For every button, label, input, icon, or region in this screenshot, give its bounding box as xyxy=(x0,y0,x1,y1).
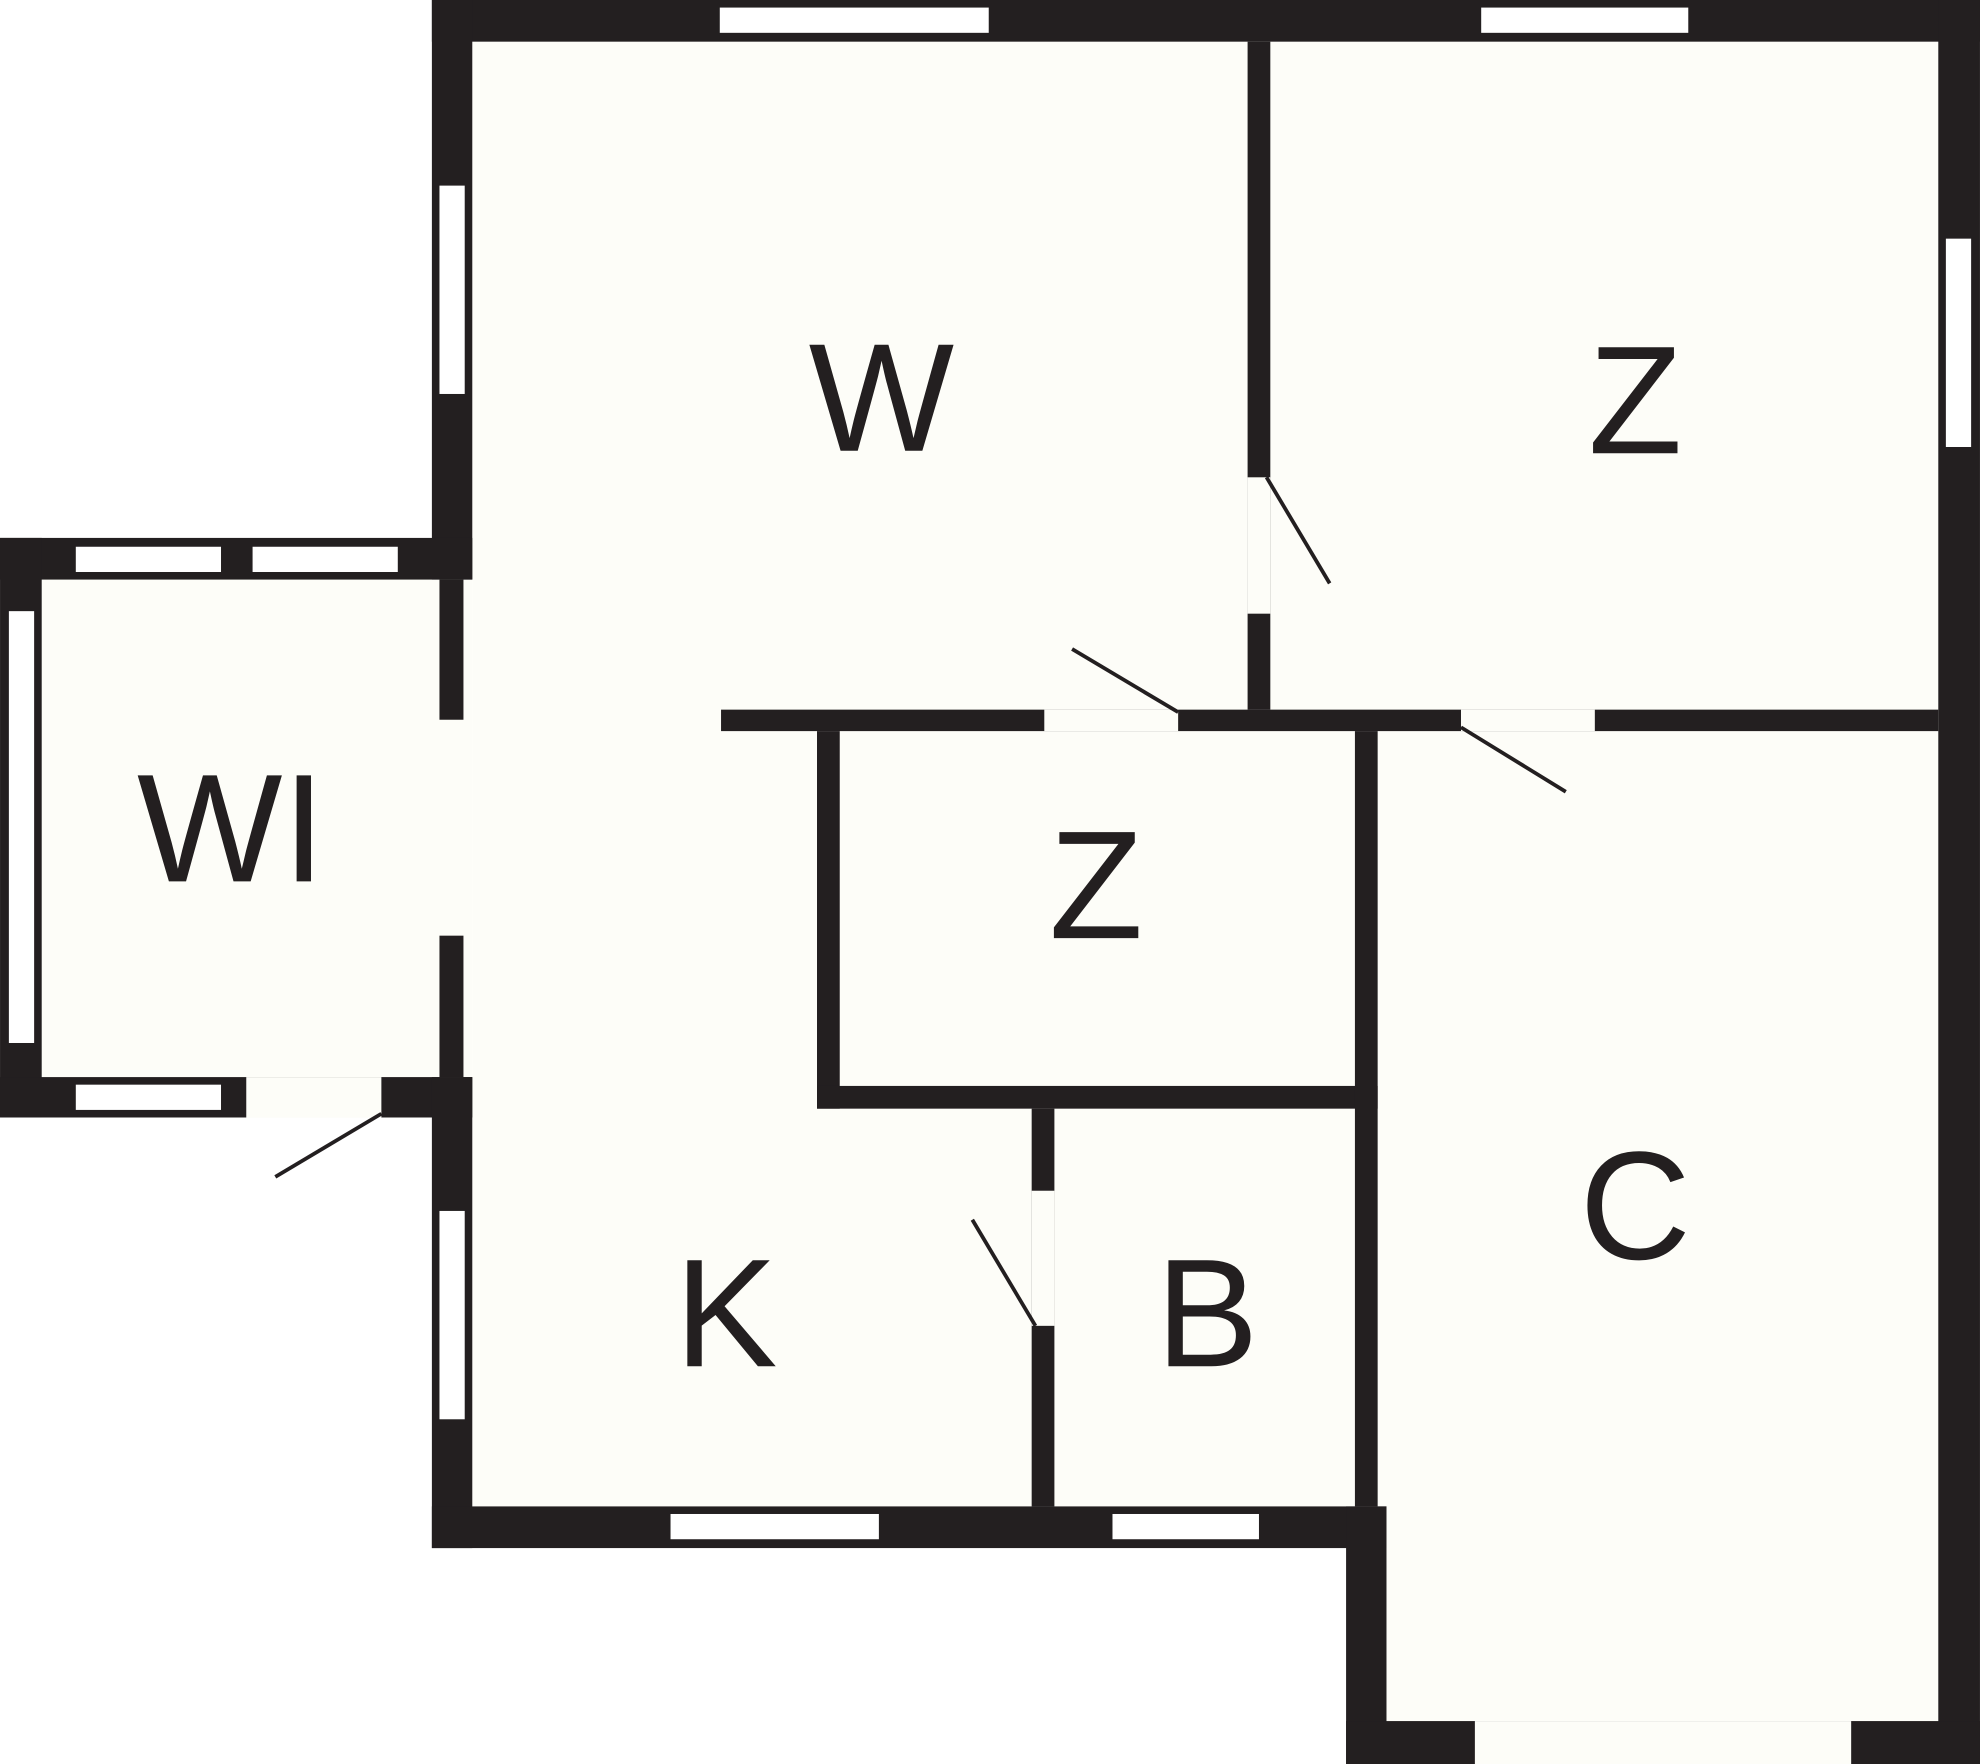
room-label-bedroom-2: Z xyxy=(1049,799,1143,971)
door-corridor xyxy=(1459,725,1567,794)
windows xyxy=(8,7,1972,1540)
room-label-kitchen: K xyxy=(675,1227,778,1399)
interior-walls xyxy=(721,41,1939,1507)
room-label-bathroom: B xyxy=(1156,1227,1259,1399)
door-openings xyxy=(246,477,1852,1764)
door-living-bedroom xyxy=(1264,476,1332,585)
door-bedroom2 xyxy=(1071,647,1180,714)
room-labels: W Z WI Z C K B xyxy=(137,312,1691,1399)
door-bathroom xyxy=(970,1218,1038,1327)
door-swings xyxy=(274,476,1567,1327)
room-label-corridor: C xyxy=(1580,1120,1691,1292)
room-label-living: W xyxy=(809,312,954,484)
door-wintergarden xyxy=(274,1112,383,1179)
room-label-bedroom-1: Z xyxy=(1588,314,1682,486)
room-label-wintergarden: WI xyxy=(137,742,325,914)
floor-areas xyxy=(41,41,1939,1722)
